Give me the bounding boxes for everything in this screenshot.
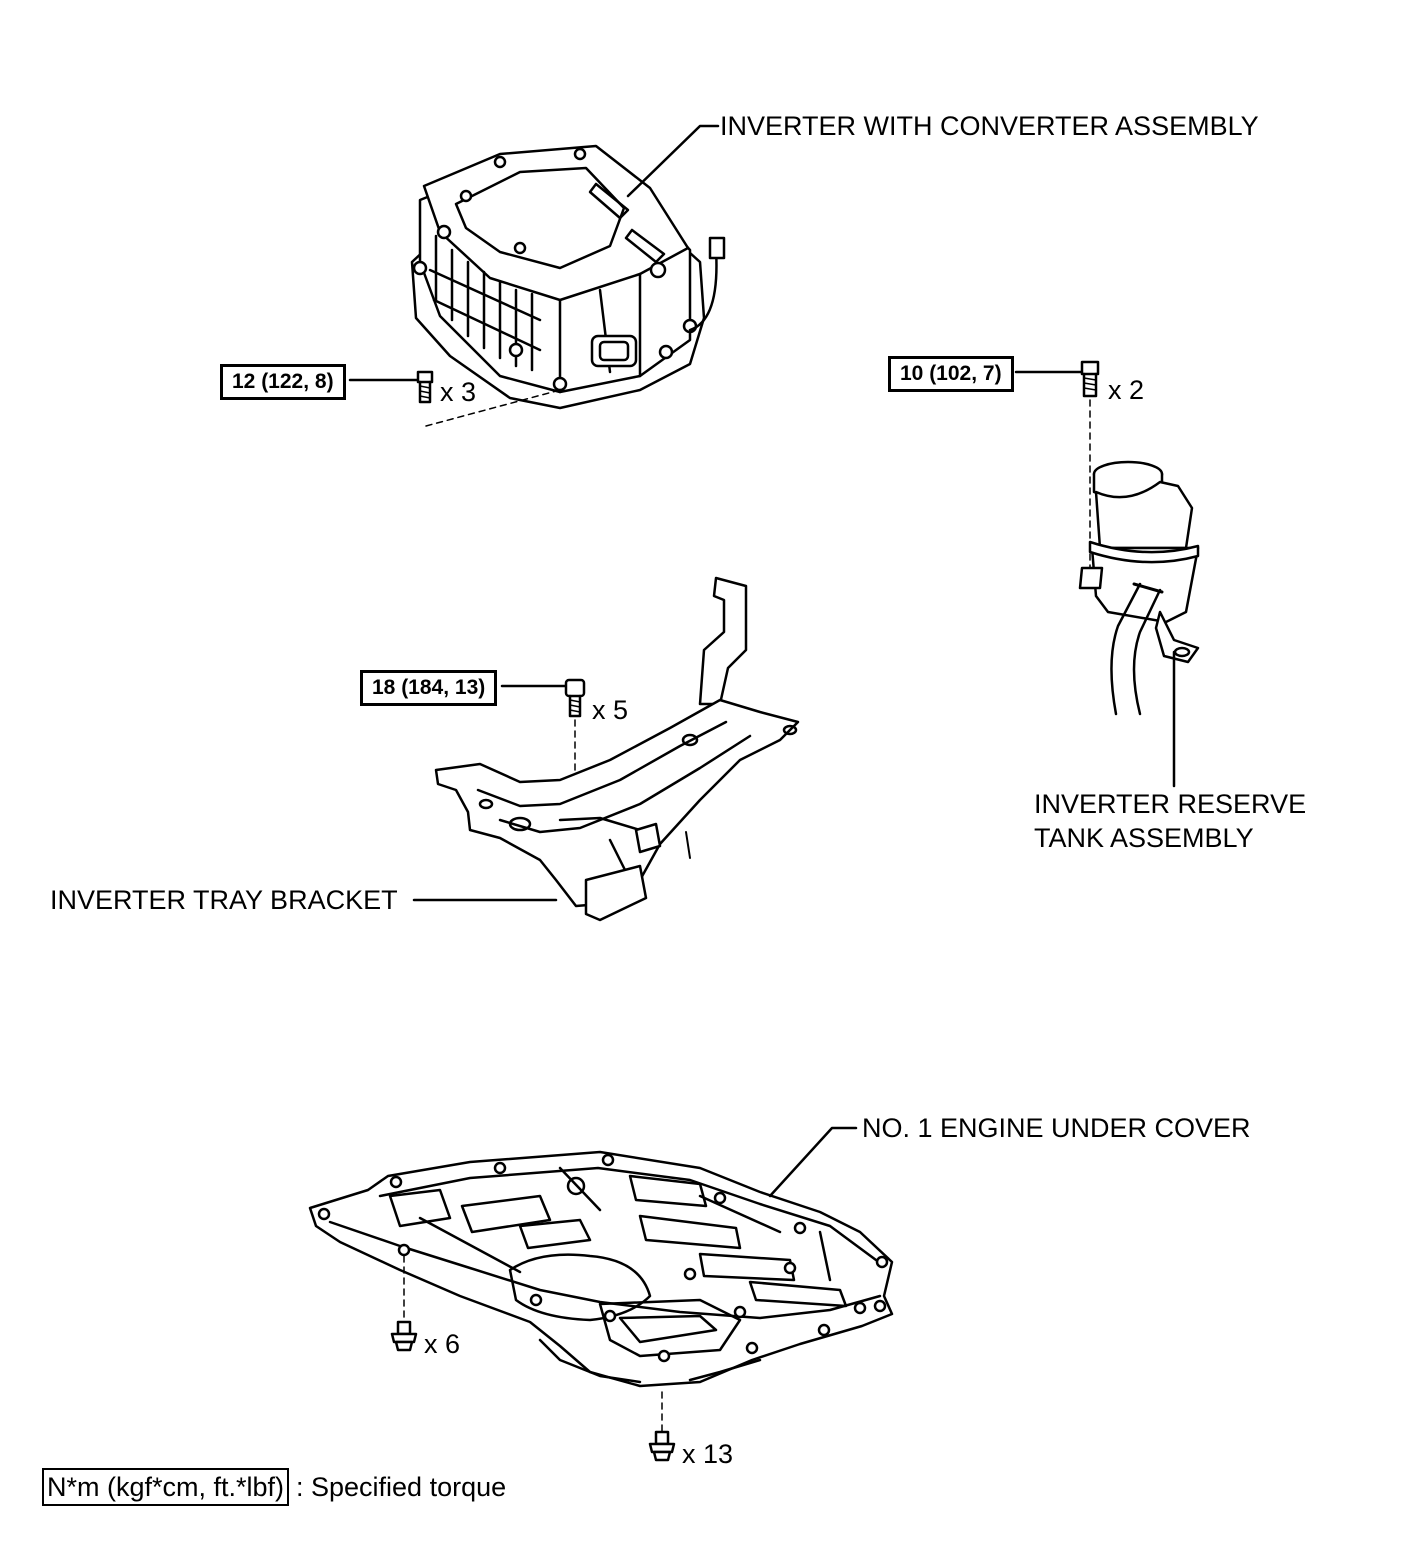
bolt-icon	[564, 678, 586, 718]
dashed-guide	[425, 389, 561, 427]
bolt-icon	[416, 370, 434, 404]
torque-box-tank: 10 (102, 7)	[888, 356, 1014, 392]
leader-inverter	[626, 124, 720, 198]
tray-bracket-drawing	[434, 576, 800, 922]
legend-description: : Specified torque	[296, 1472, 507, 1502]
reserve-tank-label-line1: INVERTER RESERVE	[1034, 789, 1307, 819]
qty-inverter-bolts: x 3	[440, 377, 477, 407]
qty-cover-bottom: x 13	[682, 1439, 734, 1469]
torque-box-bracket: 18 (184, 13)	[360, 670, 498, 706]
under-cover-drawing	[308, 1150, 894, 1388]
clip-icon	[648, 1430, 676, 1462]
qty-tank-bolts: x 2	[1108, 375, 1145, 405]
clip-icon	[390, 1320, 418, 1352]
under-cover-label: NO. 1 ENGINE UNDER COVER	[862, 1113, 1251, 1143]
inverter-assembly-drawing	[410, 144, 726, 410]
tray-bracket-label: INVERTER TRAY BRACKET	[50, 885, 398, 915]
inverter-assembly-label: INVERTER WITH CONVERTER ASSEMBLY	[720, 111, 1259, 141]
qty-cover-left: x 6	[424, 1329, 461, 1359]
legend-unit-box: N*m (kgf*cm, ft.*lbf)	[42, 1468, 290, 1506]
torque-box-inverter: 12 (122, 8)	[220, 364, 346, 400]
qty-bracket-bolts: x 5	[592, 695, 629, 725]
leader-under-cover	[768, 1126, 858, 1198]
reserve-tank-drawing	[1078, 460, 1200, 716]
bolt-icon	[1080, 360, 1100, 398]
reserve-tank-label-line2: TANK ASSEMBLY	[1034, 823, 1254, 853]
